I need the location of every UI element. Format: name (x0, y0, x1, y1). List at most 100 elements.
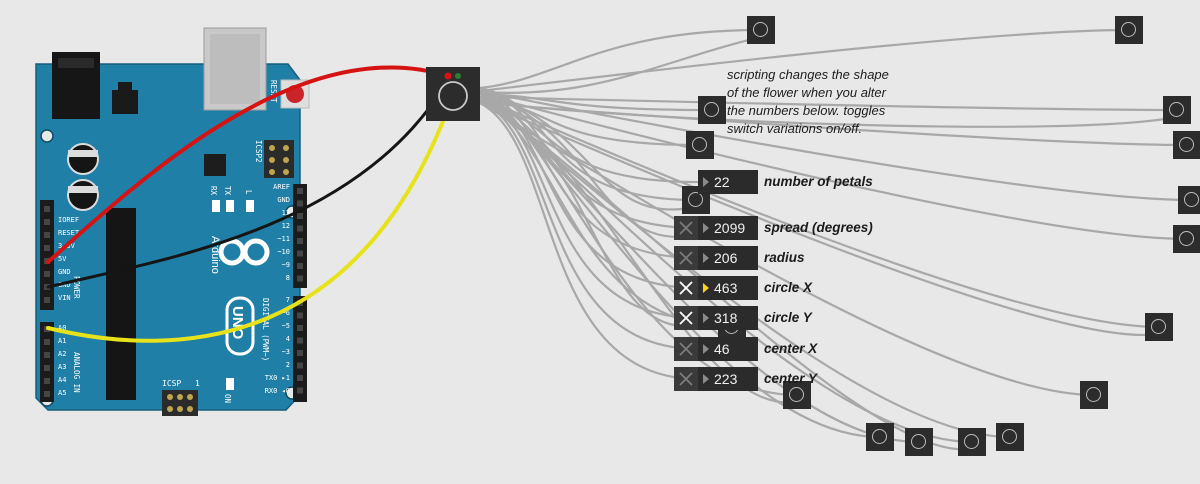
patch-cord (478, 86, 700, 230)
pin-label: RX0 ◂0 (265, 387, 290, 395)
bang-node[interactable] (747, 16, 775, 44)
ring-icon (1086, 387, 1101, 402)
bang-node[interactable] (866, 423, 894, 451)
pin-label: GND (58, 268, 71, 276)
ring-icon (753, 22, 768, 37)
header-pin[interactable] (44, 206, 50, 212)
patch-cord (478, 28, 1131, 93)
number-box[interactable]: 318 (698, 306, 758, 330)
patch-cord (478, 89, 700, 260)
power-header (40, 200, 54, 310)
flower-comment: scripting changes the shape of the flowe… (727, 67, 889, 136)
ring-icon (1184, 192, 1199, 207)
toggle[interactable] (674, 367, 698, 391)
header-pin[interactable] (44, 365, 50, 371)
header-pin[interactable] (297, 250, 303, 257)
yellow-wire[interactable] (46, 78, 460, 343)
header-pin[interactable] (44, 352, 50, 358)
analog-label: ANALOG IN (72, 352, 81, 393)
header-pin[interactable] (44, 232, 50, 238)
header-pin[interactable] (297, 337, 303, 344)
pin-label: IOREF (58, 216, 79, 224)
arduino-board[interactable] (35, 27, 310, 416)
bang-node[interactable] (1163, 96, 1191, 124)
header-pin[interactable] (297, 238, 303, 244)
patch-cord (478, 101, 1189, 147)
hub-node[interactable] (426, 67, 480, 121)
toggle[interactable] (674, 246, 698, 270)
red-wire[interactable] (46, 65, 450, 264)
header-pin[interactable] (44, 339, 50, 345)
analog-header (40, 322, 54, 402)
number-box[interactable]: 46 (698, 337, 758, 361)
number-value: 206 (714, 250, 738, 266)
pin-label: A2 (58, 350, 66, 358)
header-pin[interactable] (297, 350, 303, 356)
triangle-icon (703, 344, 709, 354)
x-icon (679, 281, 693, 295)
ring-icon (872, 429, 887, 444)
digital-header-top (293, 184, 307, 288)
icsp2-label: ICSP2 (254, 140, 263, 163)
header-pin[interactable] (297, 188, 303, 194)
param-label: center Y (764, 371, 818, 386)
x-icon (679, 342, 693, 356)
number-box[interactable]: 206 (698, 246, 758, 270)
pin-label: 2 (286, 361, 290, 369)
number-value: 46 (714, 341, 730, 357)
header-pin[interactable] (44, 219, 50, 225)
rx-label: RX (209, 186, 218, 196)
one-label: 1 (195, 379, 200, 388)
number-box[interactable]: 223 (698, 367, 758, 391)
header-pin[interactable] (297, 375, 303, 381)
bang-node[interactable] (1173, 225, 1200, 253)
number-box[interactable]: 22 (698, 170, 758, 194)
power-label: POWER (72, 276, 81, 299)
bang-node[interactable] (698, 96, 726, 124)
header-pin[interactable] (297, 387, 303, 394)
number-value: 223 (714, 371, 738, 387)
pin-label: GND (277, 196, 290, 204)
header-pin[interactable] (44, 271, 50, 277)
bang-node[interactable] (1080, 381, 1108, 409)
number-box[interactable]: 2099 (698, 216, 758, 240)
header-pin[interactable] (297, 200, 303, 207)
header-pin[interactable] (297, 325, 303, 331)
param-label: circle Y (764, 310, 812, 325)
bang-node[interactable] (1173, 131, 1200, 159)
toggle[interactable] (674, 337, 698, 361)
header-pin[interactable] (44, 378, 50, 384)
bang-node[interactable] (1145, 313, 1173, 341)
header-pin[interactable] (297, 225, 303, 232)
triangle-icon (703, 374, 709, 384)
toggle[interactable] (674, 276, 698, 300)
ring-icon (1179, 137, 1194, 152)
header-pin[interactable] (297, 213, 303, 219)
header-pin[interactable] (44, 391, 50, 397)
bang-node[interactable] (783, 381, 811, 409)
digital-label: DIGITAL (PWM~) (261, 298, 270, 361)
param-label: circle X (764, 280, 813, 295)
header-pin[interactable] (297, 312, 303, 319)
header-pin[interactable] (297, 362, 303, 369)
bang-node[interactable] (1178, 186, 1200, 214)
header-pin[interactable] (44, 297, 50, 303)
toggle[interactable] (674, 216, 698, 240)
patch-cord (478, 28, 763, 90)
bang-node[interactable] (958, 428, 986, 456)
toggle[interactable] (674, 306, 698, 330)
bang-node[interactable] (1115, 16, 1143, 44)
pin-label: ~6 (282, 309, 290, 317)
ring-icon (911, 434, 926, 449)
pin-label: A5 (58, 389, 66, 397)
bang-node[interactable] (996, 423, 1024, 451)
header-pin[interactable] (297, 275, 303, 282)
bang-node[interactable] (905, 428, 933, 456)
number-box[interactable]: 463 (698, 276, 758, 300)
model-label: UNO (229, 306, 246, 340)
header-pin[interactable] (44, 245, 50, 251)
bang-node[interactable] (686, 131, 714, 159)
header-pin[interactable] (297, 263, 303, 269)
black-wire[interactable] (46, 78, 450, 289)
